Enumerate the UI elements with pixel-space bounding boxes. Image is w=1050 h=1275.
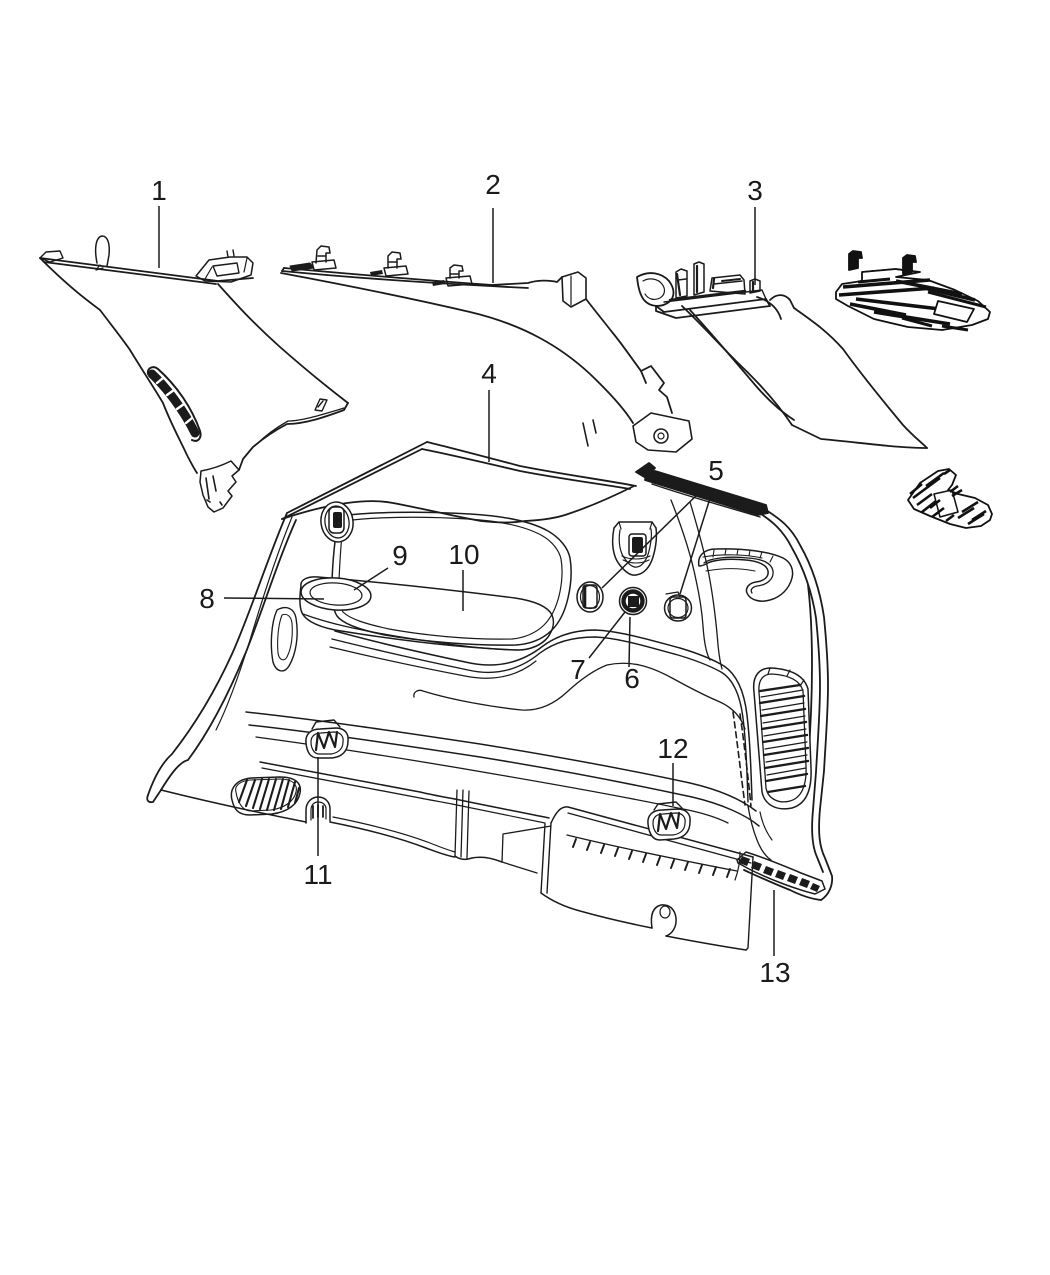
svg-text:2: 2 <box>485 169 501 200</box>
svg-text:8: 8 <box>199 583 215 614</box>
svg-text:5: 5 <box>708 455 724 486</box>
svg-text:9: 9 <box>392 540 408 571</box>
svg-text:3: 3 <box>747 175 763 206</box>
svg-text:12: 12 <box>657 733 688 764</box>
svg-text:6: 6 <box>624 663 640 694</box>
svg-text:13: 13 <box>759 957 790 988</box>
svg-text:7: 7 <box>570 654 586 685</box>
svg-text:10: 10 <box>448 539 479 570</box>
svg-text:11: 11 <box>303 859 332 890</box>
svg-text:4: 4 <box>481 358 497 389</box>
svg-text:1: 1 <box>151 175 167 206</box>
